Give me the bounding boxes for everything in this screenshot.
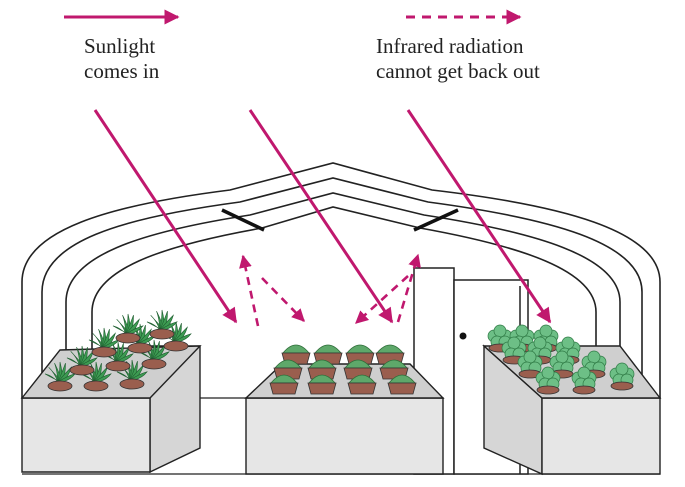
- legend-sunlight-label-line1: Sunlight: [84, 34, 156, 58]
- door-knob: [459, 332, 467, 340]
- infrared-arrows: [239, 253, 421, 327]
- spiky-plant: [88, 327, 120, 358]
- round-plant: [307, 359, 337, 380]
- sunlight-arrow-middle: [248, 109, 394, 324]
- legend-infrared-label-line2: cannot get back out: [376, 59, 540, 83]
- spiky-plant: [112, 313, 144, 344]
- round-plant: [347, 374, 377, 395]
- planter-middle-plants: [269, 344, 417, 395]
- shrub-plant: [571, 366, 597, 395]
- sunlight-arrows: [93, 109, 552, 324]
- spiky-plant: [44, 361, 76, 392]
- shrub-plant: [549, 350, 575, 379]
- planter-right-plants: [487, 324, 635, 395]
- legend-infrared-label-line1: Infrared radiation: [376, 34, 524, 58]
- frame-crossbar-left: [221, 208, 265, 232]
- sunlight-arrow-right: [406, 109, 552, 324]
- planter-left-plants: [44, 309, 192, 392]
- spiky-plant: [146, 309, 178, 340]
- round-plant: [307, 374, 337, 395]
- sunlight-arrow-left: [93, 109, 238, 324]
- round-plant: [379, 359, 409, 380]
- round-plant: [387, 374, 417, 395]
- frame-crossbar-right: [413, 208, 459, 232]
- legend-sunlight-label-line2: comes in: [84, 59, 160, 83]
- greenhouse-frame: [21, 162, 661, 398]
- shrub-plant: [609, 362, 635, 391]
- spiky-plant: [66, 345, 98, 376]
- shrub-plant: [535, 366, 561, 395]
- round-plant: [269, 374, 299, 395]
- spiky-plant: [116, 359, 148, 390]
